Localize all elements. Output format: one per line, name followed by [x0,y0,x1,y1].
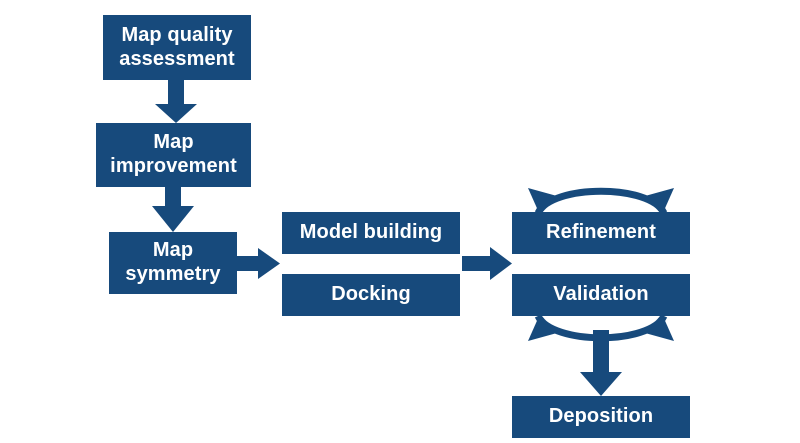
node-model-building[interactable]: Model building [282,212,460,254]
arrow-modeling-to-refinement [462,247,512,280]
cycle-arc-top [528,187,674,216]
node-deposition[interactable]: Deposition [512,396,690,438]
node-label-line: Refinement [546,221,656,244]
node-label-line: Model building [299,221,443,244]
arrow-quality-to-improvement [155,80,197,123]
node-map-improvement[interactable]: Map improvement [96,123,251,187]
arrow-symmetry-to-modeling [237,248,280,279]
node-label-line: Map [153,131,194,154]
node-label-line: symmetry [125,263,221,285]
node-label-line: Docking [331,283,411,306]
node-docking[interactable]: Docking [282,274,460,316]
node-refinement[interactable]: Refinement [512,212,690,254]
node-label-line: Deposition [548,405,654,428]
node-validation[interactable]: Validation [512,274,690,316]
node-label-line: improvement [110,155,237,177]
node-label-line: Map [152,239,194,262]
node-map-quality-assessment[interactable]: Map quality assessment [103,15,251,80]
arrow-cycle-to-deposition [580,330,622,396]
node-label-line: Map quality [121,23,233,46]
node-map-symmetry[interactable]: Map symmetry [109,232,237,294]
arrow-improvement-to-symmetry [152,187,194,232]
node-label-line: assessment [119,47,235,70]
node-label-line: Validation [553,283,649,306]
